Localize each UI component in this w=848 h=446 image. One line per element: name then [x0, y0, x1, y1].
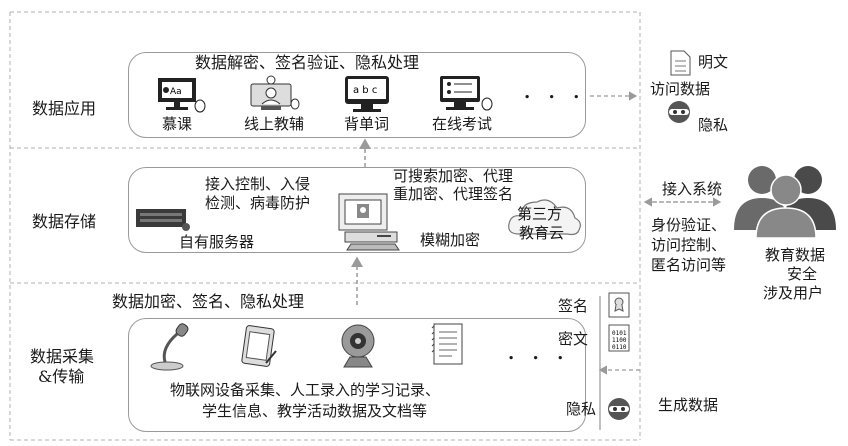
layer-label-collection-line2: &传输 — [38, 367, 85, 386]
mooc-icon: Aa — [156, 76, 206, 118]
app-label-online-exam: 在线考试 — [432, 115, 493, 133]
svg-text:0110: 0110 — [612, 344, 627, 351]
collection-desc-line1: 物联网设备采集、人工录入的学习记录、 — [170, 381, 441, 399]
access-system-label: 接入系统 — [662, 180, 723, 198]
plaintext-label: 明文 — [698, 53, 729, 71]
svg-text:0101: 0101 — [612, 330, 627, 337]
ciphertext-label: 密文 — [558, 330, 589, 348]
access-privacy-label: 隐私 — [698, 116, 729, 134]
users-label-line3: 涉及用户 — [763, 284, 824, 302]
cloud-label-line2: 教育云 — [519, 224, 565, 242]
layer-label-application: 数据应用 — [32, 99, 97, 118]
microphone-icon — [147, 322, 197, 376]
app-label-online-tutoring: 线上教辅 — [244, 115, 305, 133]
auth-line3: 匿名访问等 — [651, 256, 727, 274]
online-exam-icon — [438, 74, 494, 118]
users-label-line1: 教育数据 — [765, 246, 826, 264]
document-icon — [430, 322, 470, 374]
vocabulary-icon: a b c — [343, 74, 393, 118]
svg-text:Aa: Aa — [170, 87, 182, 97]
layer-label-collection-line1: 数据采集 — [30, 347, 95, 366]
collection-header: 数据加密、签名、隐私处理 — [112, 292, 305, 311]
auth-line1: 身份验证、 — [651, 216, 727, 234]
collection-more: . . . — [508, 343, 570, 364]
signature-label: 签名 — [558, 297, 589, 315]
storage-left-line2: 检测、病毒防护 — [205, 194, 311, 212]
app-label-vocabulary: 背单词 — [344, 115, 390, 133]
tablet-icon — [238, 323, 282, 375]
application-header: 数据解密、签名验证、隐私处理 — [195, 53, 420, 72]
access-privacy-icon — [664, 100, 694, 128]
svg-text:a b c: a b c — [353, 85, 377, 96]
server-label: 自有服务器 — [179, 233, 255, 251]
privacy-mask-icon — [604, 397, 634, 425]
computer-icon — [337, 192, 407, 258]
collection-privacy-label: 隐私 — [566, 400, 597, 418]
cloud-label-line1: 第三方 — [517, 205, 563, 223]
application-more: . . . — [524, 82, 586, 103]
access-data-label: 访问数据 — [650, 80, 711, 98]
svg-text:1100: 1100 — [612, 337, 627, 344]
cloud-icon — [505, 190, 585, 246]
users-label-line2: 安全 — [787, 265, 818, 283]
collection-desc-line2: 学生信息、教学活动数据及文档等 — [202, 402, 428, 420]
auth-line2: 访问控制、 — [651, 236, 727, 254]
online-tutoring-icon — [245, 74, 300, 118]
users-group-icon — [722, 160, 842, 242]
app-label-mooc: 慕课 — [162, 115, 193, 133]
webcam-icon — [336, 321, 384, 375]
plaintext-doc-icon — [668, 49, 694, 81]
storage-right-line1: 可搜索加密、代理 — [393, 167, 514, 185]
storage-left-line1: 接入控制、入侵 — [205, 175, 311, 193]
certificate-icon — [606, 291, 634, 323]
storage-right-line2: 重加密、代理签名 — [393, 185, 514, 203]
generate-data-label: 生成数据 — [658, 396, 719, 414]
layer-label-storage: 数据存储 — [32, 212, 97, 231]
fuzzy-encryption-label: 模糊加密 — [420, 231, 481, 249]
server-icon — [134, 205, 194, 239]
